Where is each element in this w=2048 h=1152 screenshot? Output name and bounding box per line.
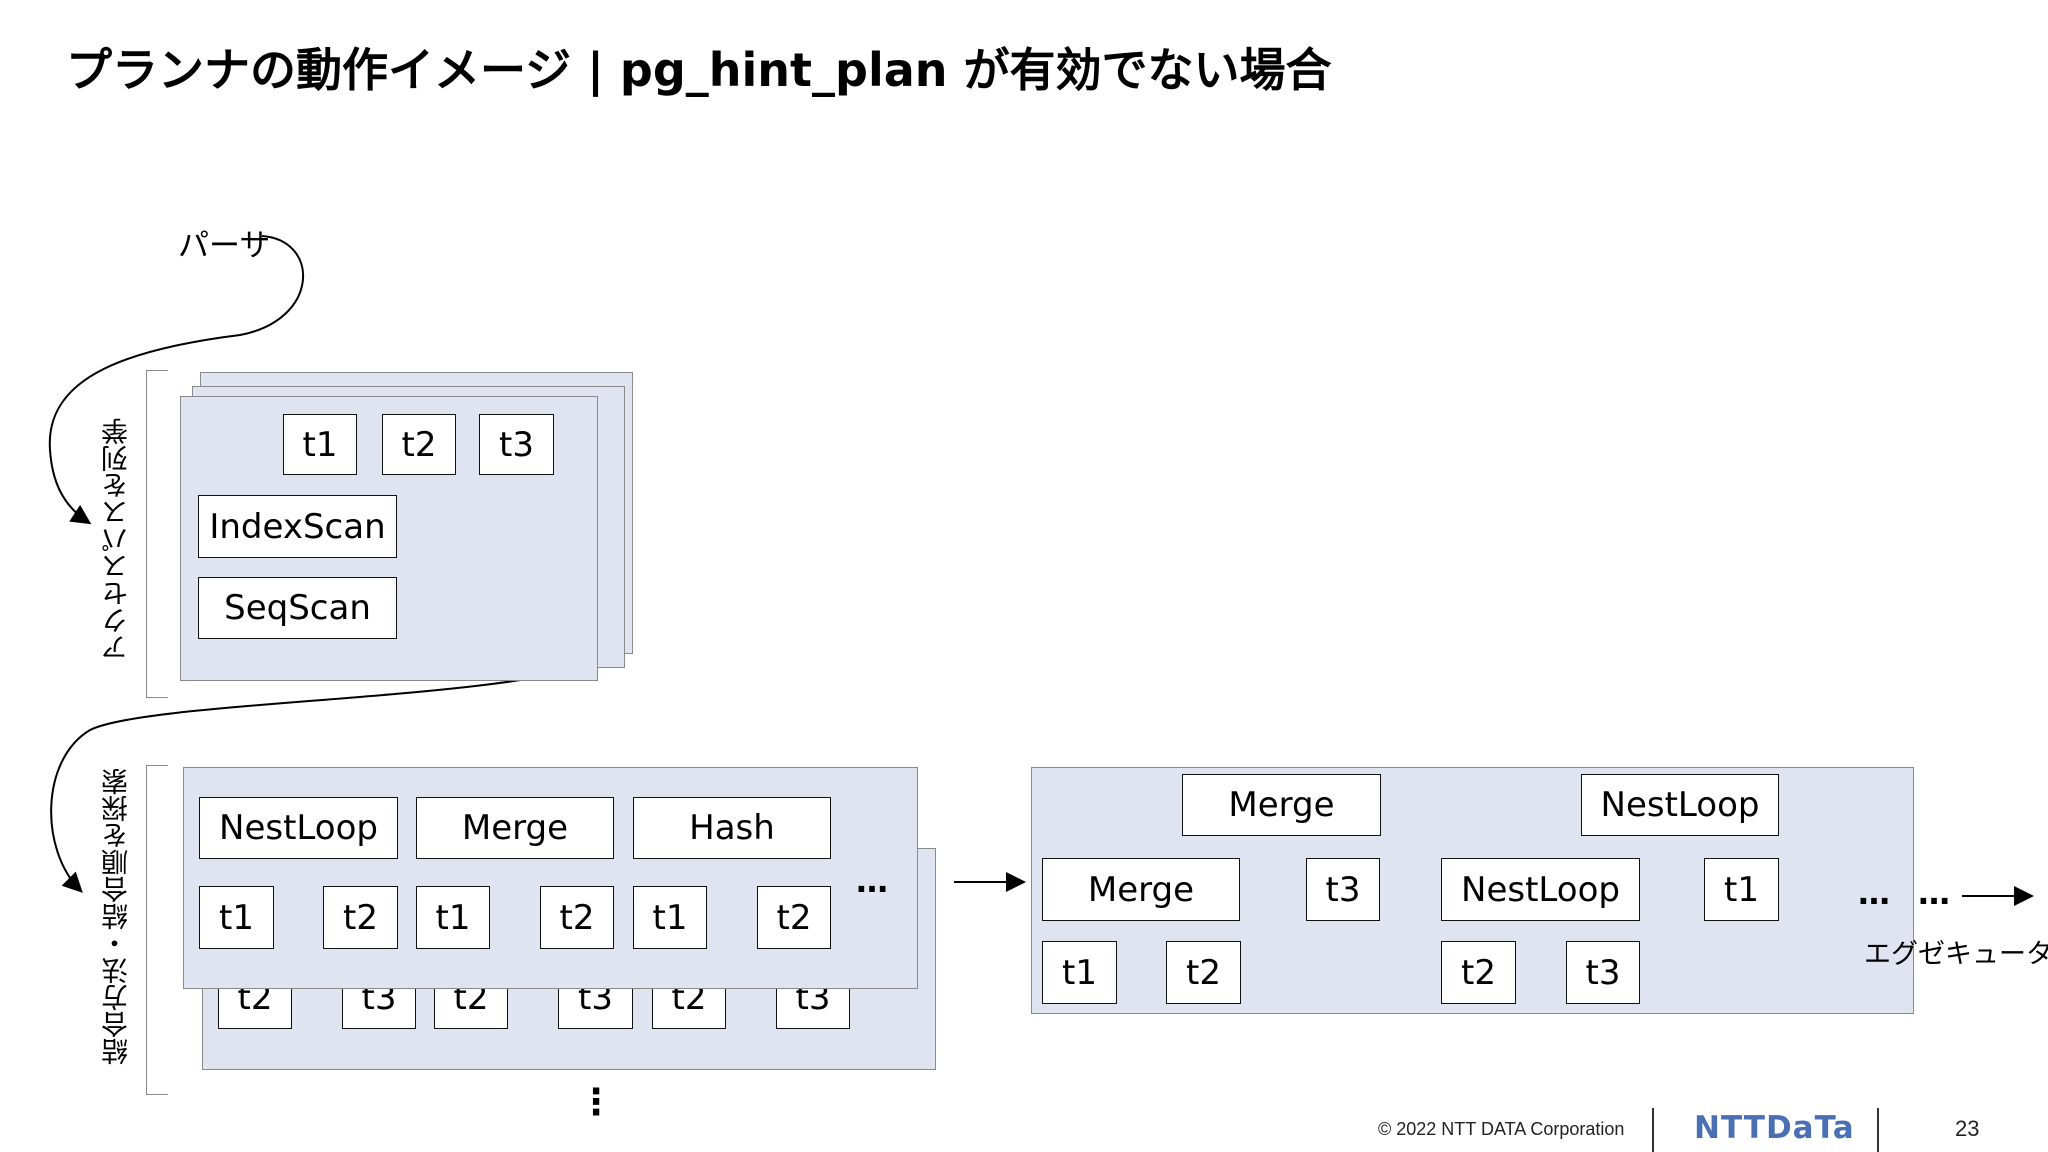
plan2-leaf-a: t2 xyxy=(1441,941,1516,1004)
join-leaf: t1 xyxy=(633,886,707,949)
indexscan-box: IndexScan xyxy=(198,495,397,558)
plan1-leaf-a: t1 xyxy=(1042,941,1117,1004)
table-box-t1: t1 xyxy=(283,414,357,475)
access-bracket xyxy=(146,370,168,698)
join-method-merge: Merge xyxy=(416,797,614,859)
footer-divider-1 xyxy=(1652,1108,1654,1152)
copyright-text: © 2022 NTT DATA Corporation xyxy=(1378,1119,1625,1139)
join-more-vertical-ellipsis: ⋮ xyxy=(578,1082,615,1123)
join-method-hash: Hash xyxy=(633,797,831,859)
plan2-leaf-b: t3 xyxy=(1566,941,1640,1004)
plan2-root: NestLoop xyxy=(1581,774,1779,836)
join-search-label: 結合方法・結合順を探索 xyxy=(102,768,133,1065)
plan1-side: t3 xyxy=(1306,858,1380,921)
join-leaf: t2 xyxy=(757,886,831,949)
table-box-t3: t3 xyxy=(479,414,554,475)
join-method-nestloop: NestLoop xyxy=(199,797,398,859)
parser-label: パーサ xyxy=(178,228,271,264)
join-leaf: t2 xyxy=(323,886,398,949)
executor-label: エグゼキュータへ xyxy=(1864,939,2048,970)
parser-to-access-arrow xyxy=(48,235,305,525)
access-paths-label: アクセスパスを列挙 xyxy=(102,418,133,661)
plan2-child: NestLoop xyxy=(1441,858,1640,921)
join-leaf: t2 xyxy=(540,886,614,949)
plans-more-ellipsis: … xyxy=(1858,874,1891,912)
join-more-ellipsis: … xyxy=(856,862,889,900)
footer-divider-2 xyxy=(1877,1108,1879,1152)
plan1-child: Merge xyxy=(1042,858,1240,921)
slide-title: プランナの動作イメージ | pg_hint_plan が有効でない場合 xyxy=(66,43,1332,97)
join-leaf: t1 xyxy=(416,886,490,949)
plan1-root: Merge xyxy=(1182,774,1381,836)
page-number: 23 xyxy=(1955,1116,1980,1141)
table-box-t2: t2 xyxy=(382,414,456,475)
seqscan-box: SeqScan xyxy=(198,577,397,639)
join-leaf: t1 xyxy=(199,886,274,949)
plan1-leaf-b: t2 xyxy=(1166,941,1241,1004)
ntt-data-logo: NTTDaTa xyxy=(1694,1110,1855,1146)
join-bracket xyxy=(146,765,168,1095)
plan2-side: t1 xyxy=(1704,858,1779,921)
executor-ellipsis: … xyxy=(1918,874,1951,912)
